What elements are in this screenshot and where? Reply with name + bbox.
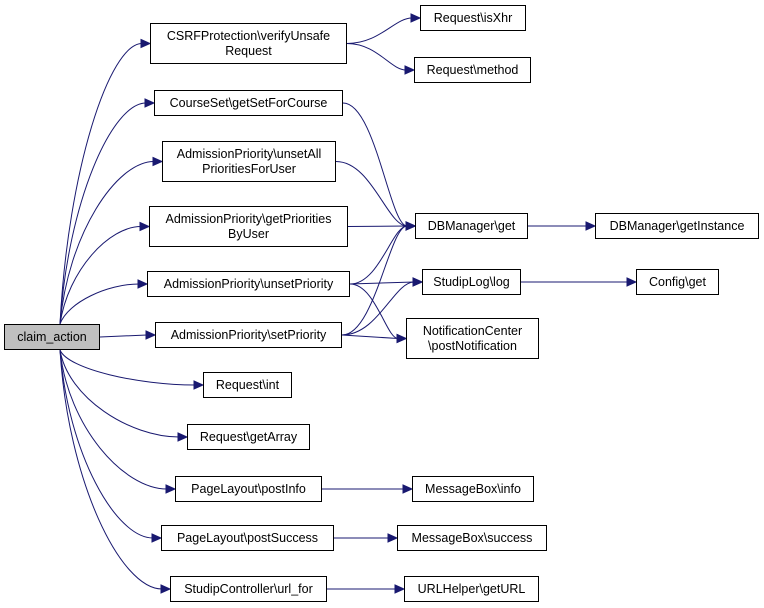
node-claim-action: claim_action — [4, 324, 100, 350]
edge-root-to-postsuccess — [59, 349, 154, 539]
arrowhead-dbget — [405, 221, 417, 231]
node-messagebox-info[interactable]: MessageBox\info — [412, 476, 534, 502]
edge-csrf-to-isxhr — [346, 17, 413, 44]
node-label: claim_action — [17, 329, 87, 344]
arrowhead-csrf — [140, 38, 152, 49]
edge-root-to-courseset — [59, 102, 147, 325]
node-messagebox-success[interactable]: MessageBox\success — [397, 525, 547, 551]
node-dbmanager-getinstance[interactable]: DBManager\getInstance — [595, 213, 759, 239]
node-csrf-verify-unsafe-request[interactable]: CSRFProtection\verifyUnsafe Request — [150, 23, 347, 64]
arrowhead-dbinst — [585, 221, 597, 231]
arrowhead-postsuccess — [151, 533, 163, 543]
edge-courseset-to-dbget — [342, 102, 408, 227]
node-label: Request\int — [215, 377, 280, 392]
node-label: Request\isXhr — [433, 10, 513, 25]
edge-getprio-to-dbget — [347, 225, 408, 227]
node-label: AdmissionPriority\getPriorities ByUser — [165, 211, 332, 241]
arrowhead-unsetprio — [137, 279, 149, 289]
node-admissionpriority-setpriority[interactable]: AdmissionPriority\setPriority — [155, 322, 342, 348]
node-label: PageLayout\postSuccess — [176, 530, 319, 545]
arrowhead-studiplog — [412, 277, 424, 287]
node-dbmanager-get[interactable]: DBManager\get — [415, 213, 528, 239]
edge-root-to-setprio — [99, 334, 148, 338]
node-courseset-getsetforcourse[interactable]: CourseSet\getSetForCourse — [154, 90, 343, 116]
edge-root-to-reqarr — [59, 349, 180, 438]
edge-root-to-getprio — [59, 226, 142, 325]
node-pagelayout-postsuccess[interactable]: PageLayout\postSuccess — [161, 525, 334, 551]
node-admissionpriority-getprioritiesbyuser[interactable]: AdmissionPriority\getPriorities ByUser — [149, 206, 348, 247]
arrowhead-geturl — [394, 584, 406, 594]
node-studiplog-log[interactable]: StudipLog\log — [422, 269, 521, 295]
node-label: Request\getArray — [199, 429, 298, 444]
node-admissionpriority-unsetpriority[interactable]: AdmissionPriority\unsetPriority — [147, 271, 350, 297]
node-studipcontroller-url-for[interactable]: StudipController\url_for — [170, 576, 327, 602]
node-label: AdmissionPriority\unsetAll PrioritiesFor… — [176, 146, 322, 176]
node-label: MessageBox\info — [425, 481, 521, 496]
node-label: Config\get — [649, 274, 706, 289]
edge-root-to-urlfor — [59, 349, 163, 590]
node-label: StudipLog\log — [433, 274, 510, 289]
edge-root-to-postinfo — [59, 349, 168, 490]
arrowhead-mbinfo — [402, 484, 414, 494]
node-label: CourseSet\getSetForCourse — [169, 95, 328, 110]
node-label: CSRFProtection\verifyUnsafe Request — [166, 28, 331, 58]
node-request-getarray[interactable]: Request\getArray — [187, 424, 310, 450]
arrowhead-reqarr — [177, 432, 189, 442]
arrowhead-postinfo — [165, 484, 177, 494]
node-urlhelper-geturl[interactable]: URLHelper\getURL — [404, 576, 539, 602]
node-admissionpriority-unsetallprioritiesforuser[interactable]: AdmissionPriority\unsetAll PrioritiesFor… — [162, 141, 336, 182]
arrowhead-courseset — [144, 98, 156, 108]
node-label: Request\method — [426, 62, 519, 77]
edge-setprio-to-notif — [341, 334, 399, 339]
arrowhead-isxhr — [410, 13, 422, 23]
arrowhead-notif — [396, 333, 408, 344]
edge-root-to-unsetprio — [59, 283, 140, 325]
node-label: MessageBox\success — [411, 530, 533, 545]
node-label: URLHelper\getURL — [417, 581, 526, 596]
node-request-method[interactable]: Request\method — [414, 57, 531, 83]
edge-root-to-reqint — [59, 349, 196, 386]
arrowhead-setprio — [145, 330, 157, 340]
node-config-get[interactable]: Config\get — [636, 269, 719, 295]
arrowhead-unsetall — [152, 156, 164, 167]
edge-root-to-unsetall — [59, 161, 155, 325]
node-label: NotificationCenter \postNotification — [422, 323, 523, 353]
node-label: DBManager\getInstance — [609, 218, 745, 233]
edge-csrf-to-method — [346, 43, 407, 71]
edge-root-to-csrf — [59, 43, 143, 325]
node-notificationcenter-postnotification[interactable]: NotificationCenter \postNotification — [406, 318, 539, 359]
arrowhead-reqint — [193, 380, 205, 390]
edge-unsetprio-to-studiplog — [349, 281, 415, 285]
arrowhead-mbsuccess — [387, 533, 399, 543]
arrowhead-method — [404, 65, 416, 75]
node-request-isxhr[interactable]: Request\isXhr — [420, 5, 526, 31]
node-pagelayout-postinfo[interactable]: PageLayout\postInfo — [175, 476, 322, 502]
arrowhead-getprio — [139, 221, 151, 232]
edge-unsetprio-to-notif — [349, 283, 399, 339]
arrowhead-urlfor — [160, 584, 172, 594]
node-label: StudipController\url_for — [184, 581, 313, 596]
arrowhead-configget — [626, 277, 638, 287]
edge-setprio-to-studiplog — [341, 281, 415, 336]
node-request-int[interactable]: Request\int — [203, 372, 292, 398]
node-label: AdmissionPriority\setPriority — [170, 327, 327, 342]
edge-unsetall-to-dbget — [335, 161, 408, 227]
node-label: AdmissionPriority\unsetPriority — [163, 276, 334, 291]
edge-setprio-to-dbget — [341, 225, 408, 336]
node-label: DBManager\get — [427, 218, 516, 233]
node-label: PageLayout\postInfo — [191, 481, 306, 496]
